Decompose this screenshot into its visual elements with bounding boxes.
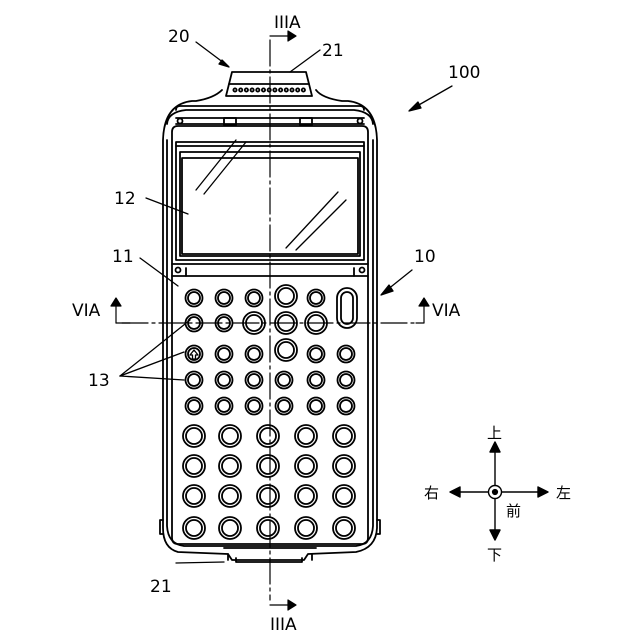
- small-key-inner: [310, 400, 322, 412]
- label-hook-bottom: 21: [150, 577, 172, 597]
- small-key-inner: [340, 374, 352, 386]
- small-key-inner: [218, 374, 230, 386]
- large-key-inner: [222, 458, 238, 474]
- small-key-inner: [248, 348, 260, 360]
- small-key-inner: [310, 374, 322, 386]
- small-key-inner: [340, 400, 352, 412]
- large-key-inner: [186, 488, 202, 504]
- small-key-inner: [310, 292, 322, 304]
- small-key-inner: [188, 374, 200, 386]
- small-key-inner: [188, 400, 200, 412]
- label-screen: 12: [114, 189, 136, 209]
- small-key-inner: [248, 292, 260, 304]
- connector-pin: [233, 88, 236, 91]
- direction-down-label: 下: [487, 546, 502, 564]
- top-connector: [226, 72, 312, 96]
- section-mark-bottom: IIIA: [270, 615, 297, 635]
- label-connector: 20: [168, 27, 190, 47]
- large-key-inner: [336, 428, 352, 444]
- large-key-inner: [298, 488, 314, 504]
- large-key-inner: [222, 428, 238, 444]
- section-mark-left: VIA: [72, 301, 101, 321]
- large-key-inner: [186, 520, 202, 536]
- dpad-key-inner: [278, 288, 294, 304]
- label-hook-top: 21: [322, 41, 344, 61]
- connector-pin: [262, 88, 265, 91]
- large-key-inner: [222, 520, 238, 536]
- section-mark-top: IIIA: [274, 13, 301, 33]
- small-key-inner: [310, 348, 322, 360]
- large-key-inner: [222, 488, 238, 504]
- large-key-inner: [336, 458, 352, 474]
- small-key-inner: [340, 348, 352, 360]
- large-key-inner: [186, 428, 202, 444]
- large-key-inner: [336, 520, 352, 536]
- connector-pin: [251, 88, 254, 91]
- connector-pin: [302, 88, 305, 91]
- large-key-inner: [336, 488, 352, 504]
- connector-pin: [256, 88, 259, 91]
- connector-pins: [233, 88, 305, 91]
- direction-indicator: [450, 442, 548, 540]
- small-key-inner: [278, 400, 290, 412]
- large-key-inner: [260, 520, 276, 536]
- large-key-inner: [260, 488, 276, 504]
- direction-right-label: 右: [424, 484, 439, 502]
- small-key-inner: [248, 400, 260, 412]
- large-key-inner: [186, 458, 202, 474]
- small-key-inner: [248, 374, 260, 386]
- small-key-inner: [188, 292, 200, 304]
- large-key-inner: [298, 428, 314, 444]
- connector-pin: [273, 88, 276, 91]
- direction-front-label: 前: [506, 502, 521, 520]
- connector-pin: [296, 88, 299, 91]
- shift-arrow-icon: [190, 350, 198, 359]
- small-key-inner: [218, 400, 230, 412]
- connector-pin: [279, 88, 282, 91]
- small-key-inner: [218, 348, 230, 360]
- label-body: 11: [112, 247, 134, 267]
- tall-key: [337, 288, 357, 328]
- large-key-inner: [260, 428, 276, 444]
- connector-pin: [290, 88, 293, 91]
- label-case: 10: [414, 247, 436, 267]
- connector-pin: [245, 88, 248, 91]
- small-key-inner: [278, 374, 290, 386]
- direction-up-label: 上: [487, 424, 502, 442]
- label-device: 100: [448, 63, 480, 83]
- section-mark-right: VIA: [432, 301, 461, 321]
- connector-pin: [285, 88, 288, 91]
- connector-pin: [239, 88, 242, 91]
- large-key-inner: [298, 458, 314, 474]
- large-key-inner: [298, 520, 314, 536]
- tall-key-inner: [341, 292, 353, 324]
- direction-left-label: 左: [556, 484, 571, 502]
- leader-lines: [120, 42, 452, 563]
- large-key-inner: [260, 458, 276, 474]
- label-keys: 13: [88, 371, 110, 391]
- dpad-key-inner: [278, 342, 294, 358]
- small-key-inner: [218, 292, 230, 304]
